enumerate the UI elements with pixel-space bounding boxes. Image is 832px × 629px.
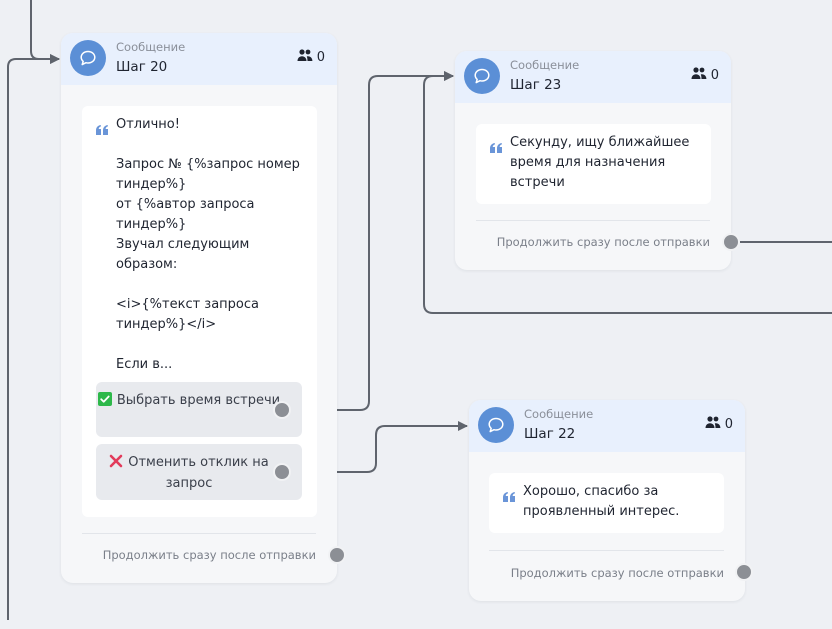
divider <box>476 220 710 221</box>
step-22-node[interactable]: Сообщение Шаг 22 0 Хорошо, спасибо за пр… <box>469 400 753 601</box>
connector-incoming-left <box>7 54 60 620</box>
message-bubble-icon <box>70 40 106 76</box>
users-icon <box>691 67 707 83</box>
divider <box>82 533 316 534</box>
node-header: Сообщение Шаг 22 0 <box>469 400 745 452</box>
button-label: Выбрать время встречи <box>116 393 281 408</box>
message-text: Хорошо, спасибо за проявленный интерес. <box>523 484 680 519</box>
subscribers-count: 0 <box>691 67 719 83</box>
message-text: Отлично! Запрос № {%запрос номер тиндер%… <box>116 117 300 372</box>
node-title: Шаг 22 <box>524 426 576 442</box>
node-header: Сообщение Шаг 23 0 <box>455 51 731 103</box>
node-header: Сообщение Шаг 20 0 <box>61 33 337 85</box>
node-title: Шаг 20 <box>116 59 168 75</box>
users-icon <box>705 416 721 432</box>
message-text: Секунду, ищу ближайшее время для назначе… <box>510 135 690 190</box>
step-23-node[interactable]: Сообщение Шаг 23 0 Секунду, ищу ближайше… <box>455 51 740 270</box>
choose-time-port[interactable] <box>273 401 291 419</box>
subscribers-count: 0 <box>297 49 325 65</box>
step-20-node[interactable]: Сообщение Шаг 20 0 Отлично! Запрос № {%з… <box>61 33 346 583</box>
node-kind-label: Сообщение <box>510 58 580 72</box>
users-icon <box>297 49 313 65</box>
quote-icon <box>503 487 515 506</box>
node-title: Шаг 23 <box>510 77 562 93</box>
connector-incoming-top <box>30 0 60 64</box>
quote-icon <box>96 120 108 139</box>
message-bubble-icon <box>464 58 500 94</box>
continue-label: Продолжить сразу после отправки <box>510 566 724 580</box>
subscribers-count: 0 <box>705 416 733 432</box>
continue-port[interactable] <box>735 563 753 581</box>
node-kind-label: Сообщение <box>524 407 594 421</box>
continue-label: Продолжить сразу после отправки <box>496 235 710 249</box>
cancel-response-button[interactable]: Отменить отклик на запрос <box>96 444 302 500</box>
quote-icon <box>490 138 502 157</box>
button-label: Отменить отклик на запрос <box>128 455 269 491</box>
message-bubble-icon <box>478 407 514 443</box>
continue-label: Продолжить сразу после отправки <box>102 548 316 562</box>
continue-port[interactable] <box>722 233 740 251</box>
cancel-response-port[interactable] <box>273 463 291 481</box>
divider <box>489 550 724 551</box>
check-mark-icon <box>97 392 112 412</box>
message-card[interactable]: Секунду, ищу ближайшее время для назначе… <box>476 124 711 204</box>
continue-port[interactable] <box>328 546 346 564</box>
node-kind-label: Сообщение <box>116 40 186 54</box>
cross-mark-icon <box>109 454 123 474</box>
choose-time-button[interactable]: Выбрать время встречи <box>96 382 302 437</box>
message-card[interactable]: Хорошо, спасибо за проявленный интерес. <box>489 473 724 533</box>
